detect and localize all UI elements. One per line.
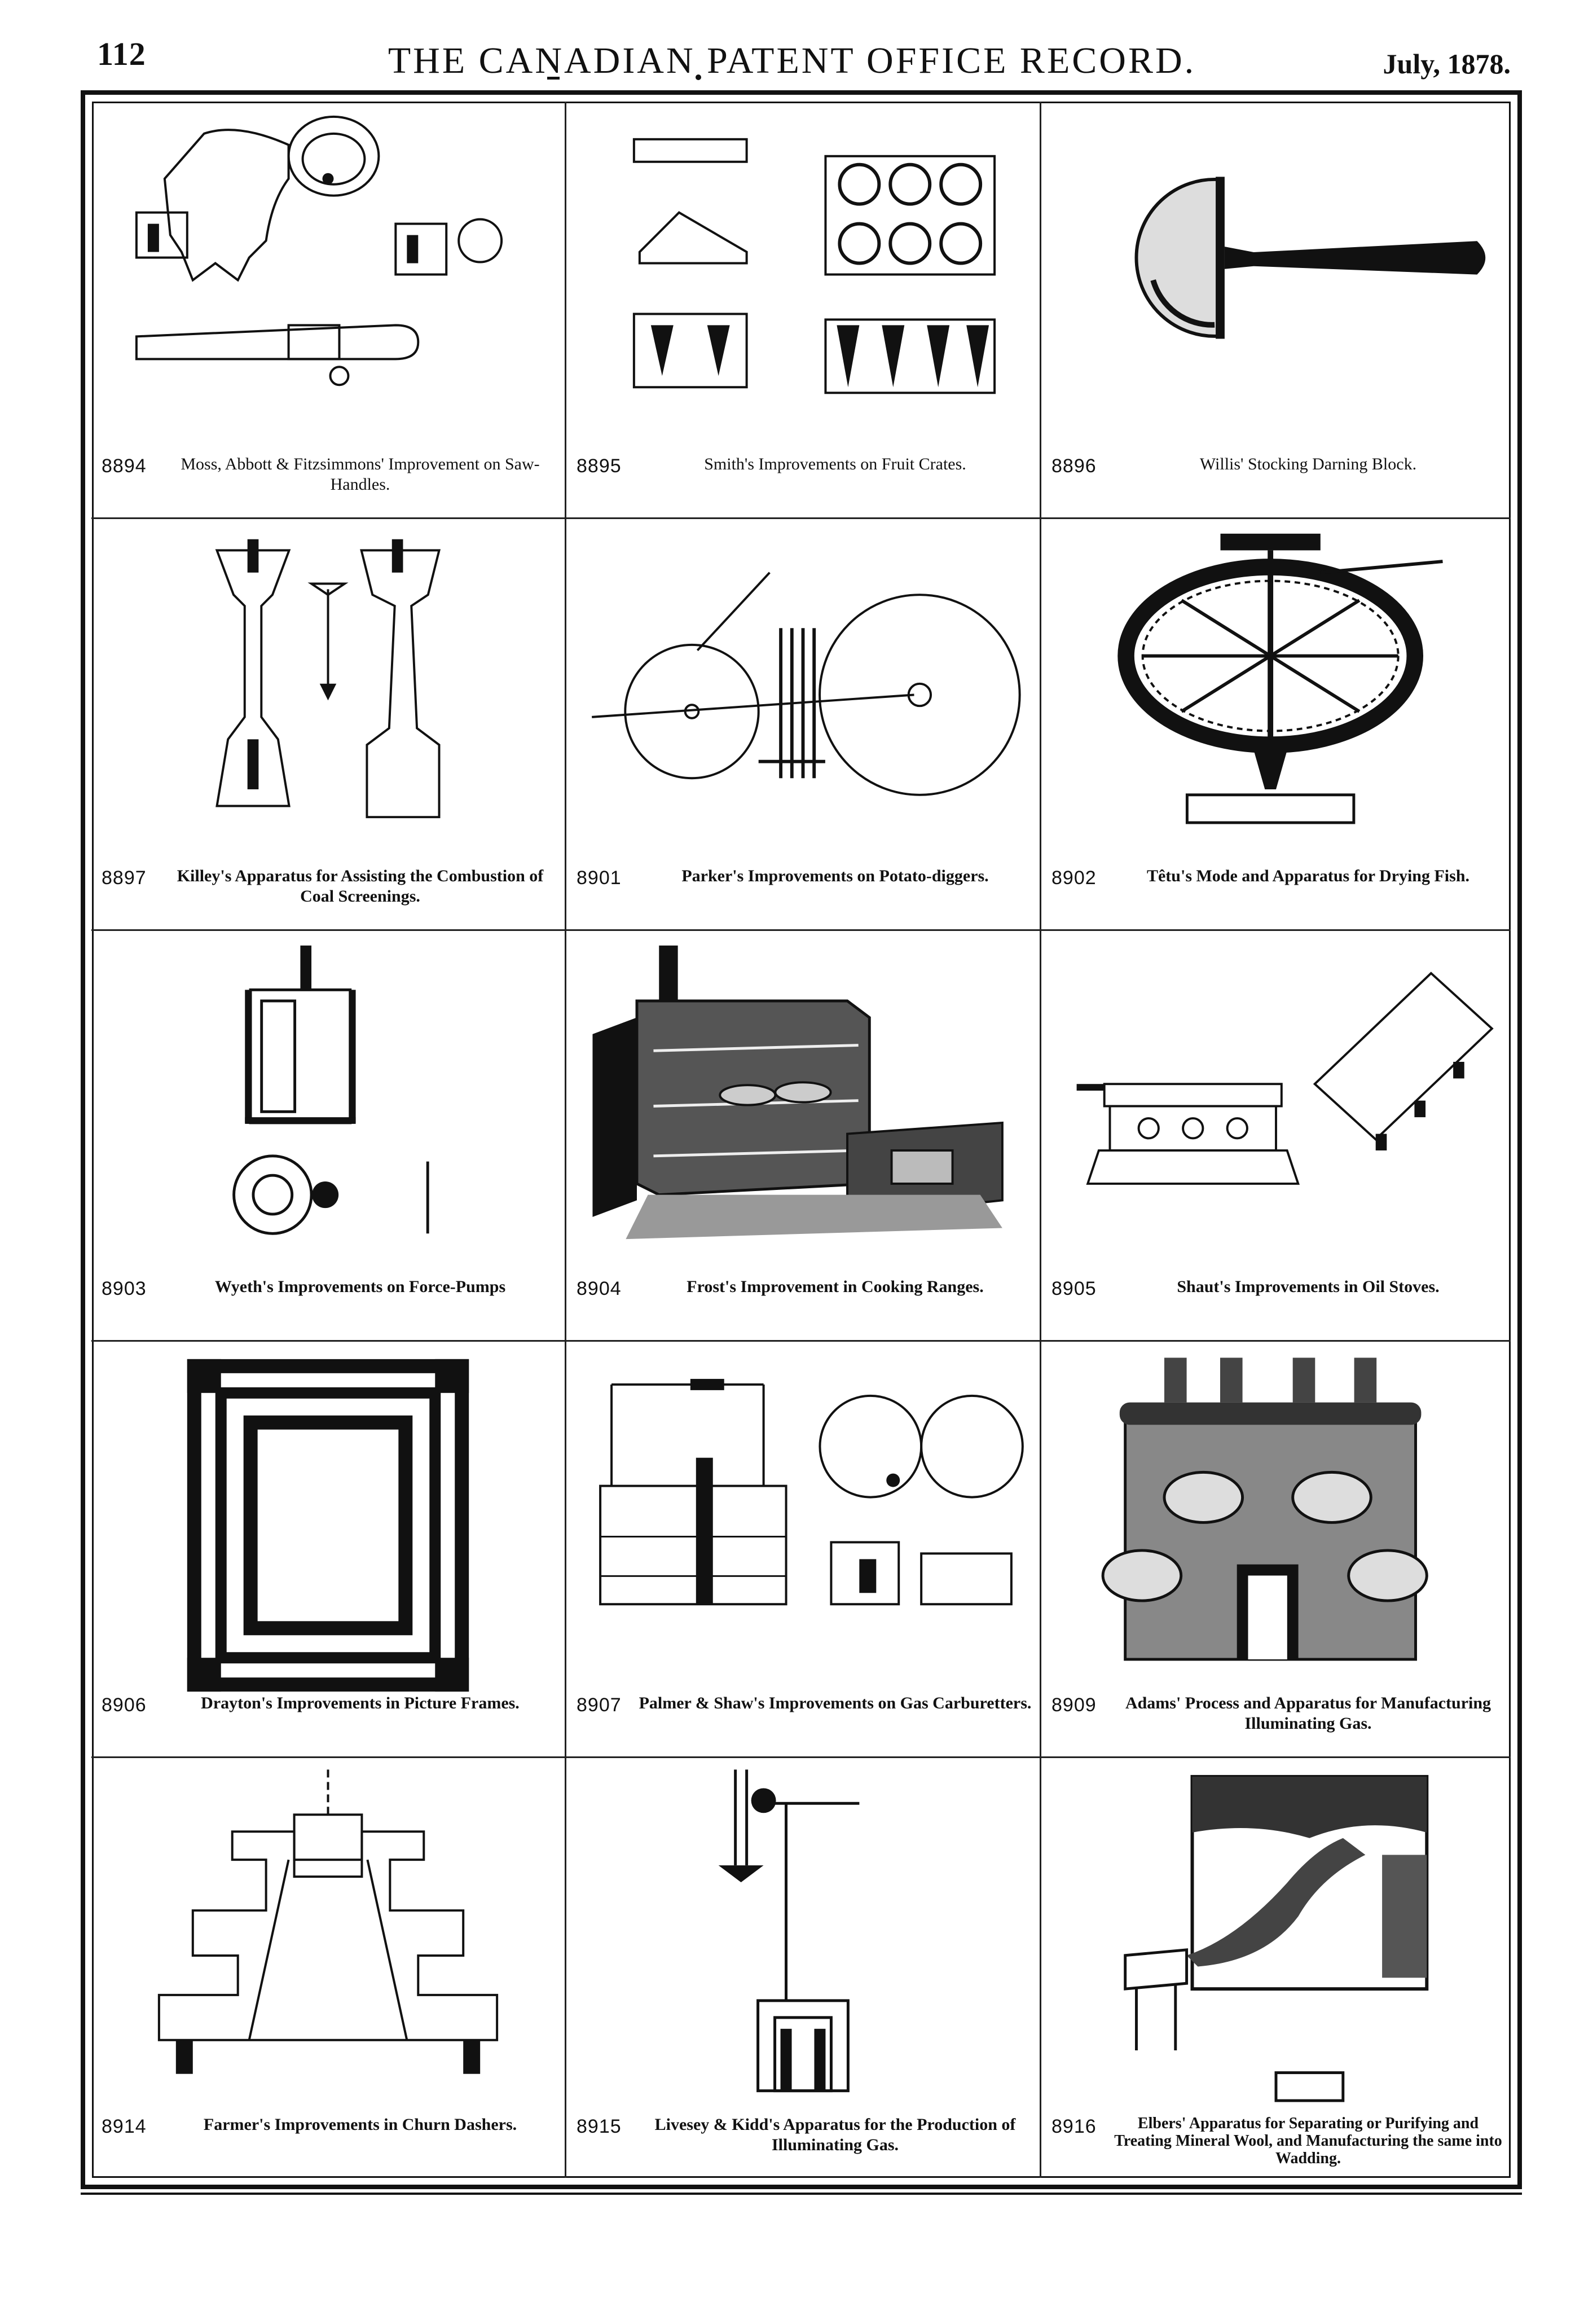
patent-number: 8916 (1051, 2116, 1097, 2137)
patent-title: Drayton's Improvements in Picture Frames… (201, 1694, 520, 1712)
patent-entry: 8903 Wyeth's Improvements on Force-Pumps (91, 931, 566, 1342)
patent-number: 8894 (102, 455, 147, 477)
patent-entry: 8902 Têtu's Mode and Apparatus for Dryin… (1041, 519, 1511, 931)
patent-entry: 8901 Parker's Improvements on Potato-dig… (566, 519, 1041, 931)
gas-production-figure (578, 1767, 1028, 2110)
journal-title: THE CANADIAN PATENT OFFICE RECORD. (388, 40, 1196, 81)
patent-number: 8915 (577, 2116, 622, 2137)
header-dot (696, 74, 701, 80)
patent-title: Livesey & Kidd's Apparatus for the Produ… (654, 2115, 1016, 2154)
patent-entry: 8896 Willis' Stocking Darning Block. (1041, 102, 1511, 519)
patent-entry: 8895 Smith's Improvements on Fruit Crate… (566, 102, 1041, 519)
patent-entry: 8909 Adams' Process and Apparatus for Ma… (1041, 1342, 1511, 1758)
patent-number: 8901 (577, 867, 622, 889)
patent-number: 8896 (1051, 455, 1097, 477)
fruit-crate-figure (578, 111, 1028, 450)
patent-title: Moss, Abbott & Fitzsimmons' Improvement … (181, 455, 540, 494)
patent-title: Killey's Apparatus for Assisting the Com… (177, 867, 544, 906)
patent-title: Frost's Improvement in Cooking Ranges. (687, 1277, 984, 1296)
page-number: 112 (97, 36, 146, 72)
patent-number: 8907 (577, 1694, 622, 1716)
gas-carburetter-figure (578, 1351, 1028, 1689)
patent-number: 8905 (1051, 1278, 1097, 1299)
patent-entry: 8907 Palmer & Shaw's Improvements on Gas… (566, 1342, 1041, 1758)
patent-number: 8895 (577, 455, 622, 477)
patent-entry: 8904 Frost's Improvement in Cooking Rang… (566, 931, 1041, 1342)
patent-title: Adams' Process and Apparatus for Manufac… (1125, 1694, 1491, 1733)
churn-dasher-figure (103, 1767, 553, 2110)
force-pump-figure (103, 940, 553, 1272)
patent-title: Smith's Improvements on Fruit Crates. (704, 455, 966, 473)
patent-title: Elbers' Apparatus for Separating or Puri… (1114, 2115, 1502, 2167)
patent-title: Palmer & Shaw's Improvements on Gas Carb… (639, 1694, 1032, 1712)
patent-entry: 8894 Moss, Abbott & Fitzsimmons' Improve… (91, 102, 566, 519)
patent-title: Parker's Improvements on Potato-diggers. (681, 867, 989, 885)
patent-entry: 8906 Drayton's Improvements in Picture F… (91, 1342, 566, 1758)
fish-drying-figure (1053, 528, 1499, 862)
page-border (81, 90, 1522, 2189)
page-header: 112 THE CANADIAN PATENT OFFICE RECORD. J… (0, 0, 1584, 85)
patent-entry: 8915 Livesey & Kidd's Apparatus for the … (566, 1758, 1041, 2178)
picture-frame-figure (103, 1345, 553, 1706)
cooking-range-figure (578, 940, 1028, 1272)
patent-entry: 8916 Elbers' Apparatus for Separating or… (1041, 1758, 1511, 2178)
patent-number: 8903 (102, 1278, 147, 1299)
patent-entry: 8914 Farmer's Improvements in Churn Dash… (91, 1758, 566, 2178)
patent-entry: 8897 Killey's Apparatus for Assisting th… (91, 519, 566, 931)
potato-digger-figure (578, 528, 1028, 862)
patent-number: 8906 (102, 1694, 147, 1716)
patent-number: 8902 (1051, 867, 1097, 889)
oil-stove-figure (1053, 940, 1499, 1272)
page-border-rule (81, 2193, 1522, 2195)
patent-number: 8909 (1051, 1694, 1097, 1716)
patent-entry: 8905 Shaut's Improvements in Oil Stoves. (1041, 931, 1511, 1342)
mineral-wool-figure (1053, 1767, 1499, 2110)
patent-title: Wyeth's Improvements on Force-Pumps (214, 1277, 506, 1296)
saw-handle-figure (103, 111, 553, 450)
patent-title: Farmer's Improvements in Churn Dashers. (203, 2115, 517, 2134)
patent-title: Willis' Stocking Darning Block. (1199, 455, 1417, 473)
patent-title: Shaut's Improvements in Oil Stoves. (1177, 1277, 1440, 1296)
gas-furnace-figure (1053, 1351, 1499, 1689)
combustion-apparatus-figure (103, 528, 553, 862)
patent-grid: 8894 Moss, Abbott & Fitzsimmons' Improve… (91, 102, 1511, 2178)
patent-number: 8897 (102, 867, 147, 889)
patent-title: Têtu's Mode and Apparatus for Drying Fis… (1146, 867, 1470, 885)
patent-number: 8904 (577, 1278, 622, 1299)
header-mark (547, 77, 560, 80)
patent-number: 8914 (102, 2116, 147, 2137)
issue-date: July, 1878. (1383, 48, 1511, 80)
darning-block-figure (1053, 111, 1499, 450)
